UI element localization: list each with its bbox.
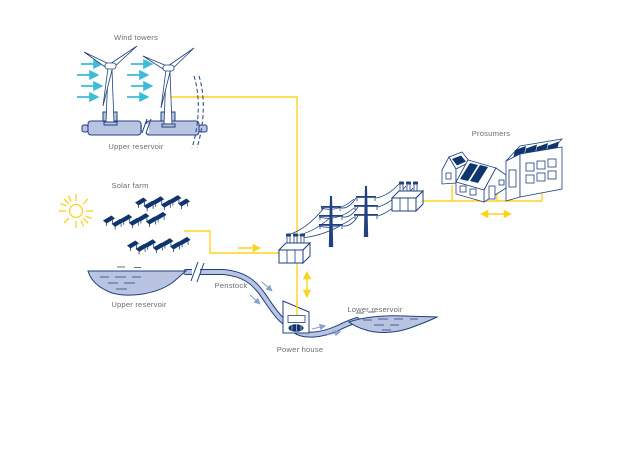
wind-turbine-icon <box>142 47 195 128</box>
wind-turbine-icon <box>83 45 138 126</box>
wind-reservoir-label: Upper reservoir <box>108 142 164 151</box>
wind-arrow-icon <box>77 58 104 103</box>
door <box>488 185 496 200</box>
generator-icon <box>287 315 306 323</box>
diagram-labels: Wind towers Upper reservoir Solar farm U… <box>108 33 510 354</box>
reservoir-icon <box>347 311 439 333</box>
solar-farm-label: Solar farm <box>111 181 148 190</box>
transmission-grid <box>287 183 414 247</box>
pumped-hydro-system <box>87 261 439 338</box>
flow-arrow-icon <box>261 281 273 292</box>
door <box>508 169 517 188</box>
break-mark-icon <box>141 118 152 134</box>
reservoir-icon <box>87 266 188 296</box>
transmission-tower-icon <box>354 186 378 237</box>
flow-arrow-icon <box>326 329 342 337</box>
prosumers-group <box>441 138 564 203</box>
pontoon-icon <box>81 111 208 136</box>
wind-towers-label: Wind towers <box>114 33 158 42</box>
penstock-label: Penstock <box>215 281 248 290</box>
break-mark-icon <box>190 261 205 283</box>
factory-icon <box>504 138 564 202</box>
upper-reservoir-label: Upper reservoir <box>111 300 167 309</box>
house-icon <box>455 159 507 203</box>
lower-reservoir-label: Lower reservoir <box>347 305 403 314</box>
flow-arrow-icon <box>249 294 261 305</box>
solar-panel-row <box>102 211 168 230</box>
solar-power-line <box>184 230 287 254</box>
solar-farm-group <box>59 194 192 255</box>
solar-panel-row <box>126 236 192 255</box>
prosumers-label: Prosumers <box>472 129 511 138</box>
flow-arrow-icon <box>311 323 327 331</box>
power-house-label: Power house <box>277 345 324 354</box>
wind-towers-group <box>77 45 208 149</box>
sun-icon <box>59 194 93 228</box>
penstock-pipe-icon <box>183 269 291 328</box>
power-house-icon <box>282 300 310 334</box>
transmission-tower-icon <box>319 196 343 247</box>
distance-break-icon <box>191 75 204 149</box>
wind-arrow-icon <box>127 58 154 103</box>
solar-panel-row <box>134 194 191 212</box>
